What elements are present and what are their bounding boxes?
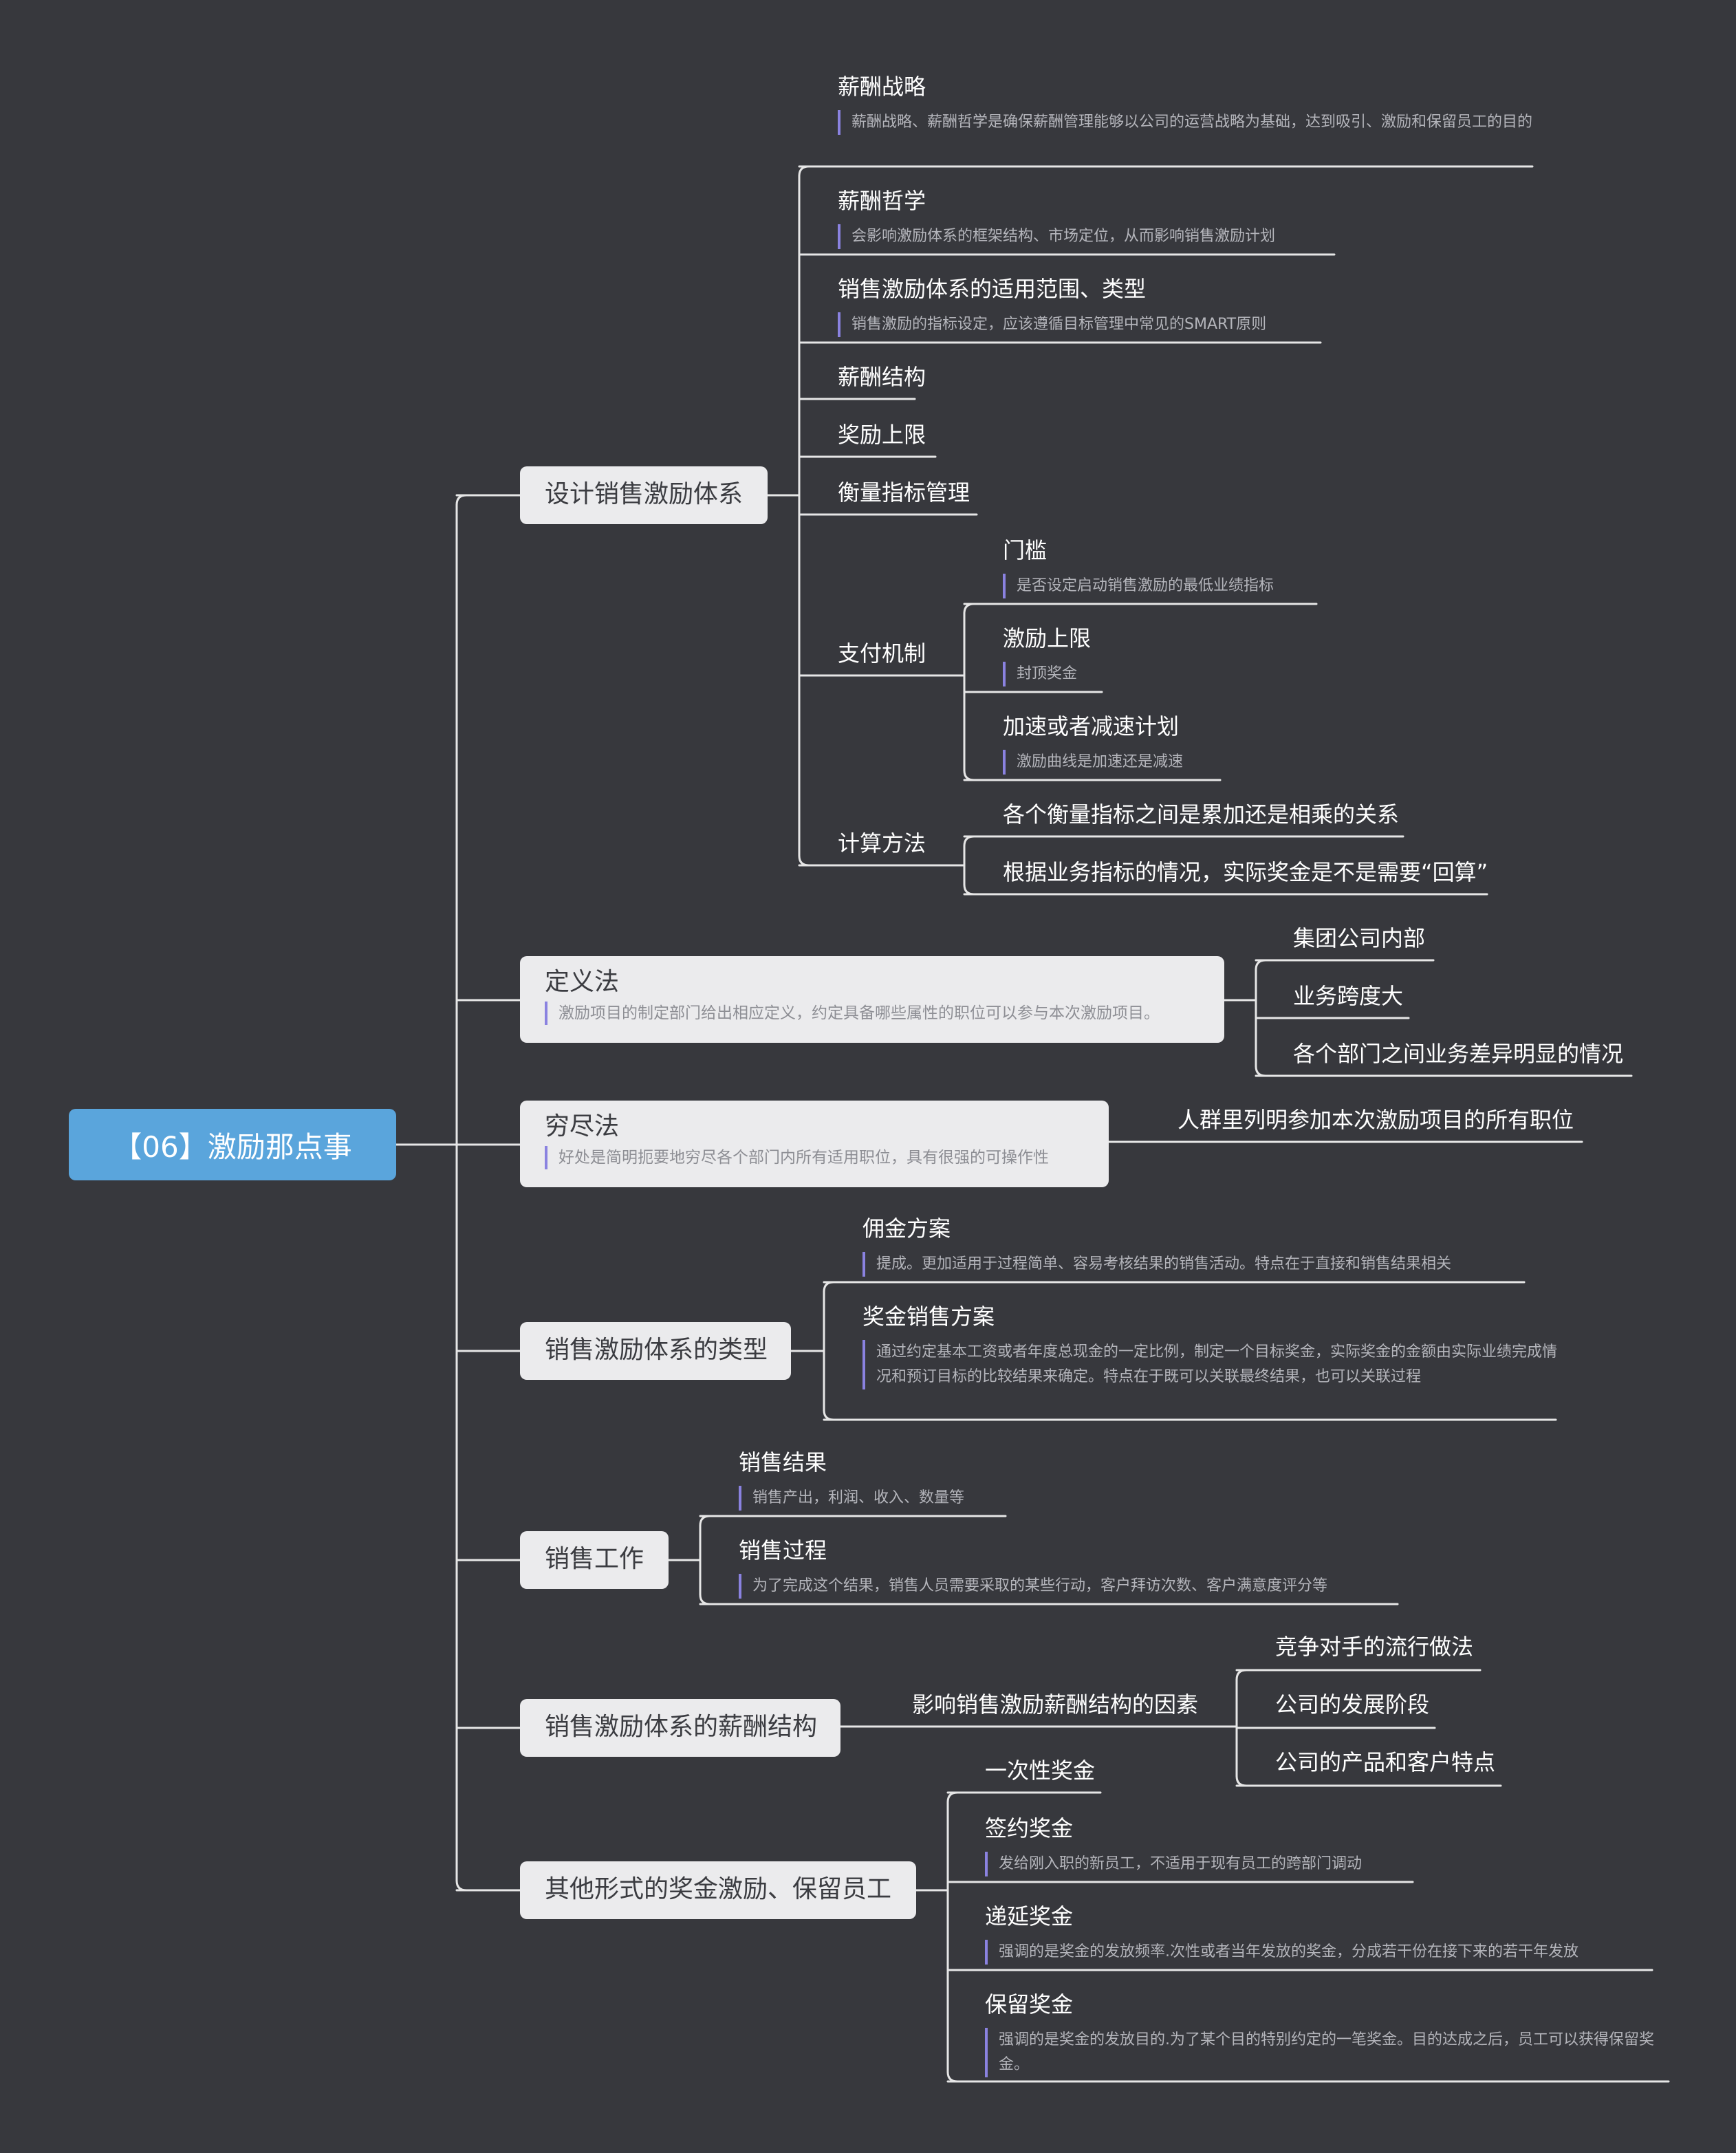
topic-competitor-practice[interactable]: 竞争对手的流行做法: [1275, 1634, 1474, 1660]
branch-label: 其他形式的奖金激励、保留员工: [545, 1875, 892, 1903]
topic-salary-strategy[interactable]: 薪酬战略: [838, 74, 926, 100]
branch-incentive-types[interactable]: 销售激励体系的类型: [520, 1322, 791, 1380]
note-commission-plan: 提成。更加适用于过程简单、容易考核结果的销售活动。特点在于直接和销售结果相关: [862, 1252, 1451, 1277]
branch-design-incentive[interactable]: 设计销售激励体系: [520, 466, 768, 524]
topic-one-time-bonus[interactable]: 一次性奖金: [985, 1757, 1096, 1784]
note-bonus-plan: 通过约定基本工资或者年度总现金的一定比例，制定一个目标奖金，实际奖金的金额由实际…: [862, 1340, 1557, 1389]
branch-pay-structure[interactable]: 销售激励体系的薪酬结构: [520, 1699, 840, 1757]
branch-label: 销售激励体系的薪酬结构: [545, 1713, 818, 1741]
branch-definition-method[interactable]: 定义法 激励项目的制定部门给出相应定义，约定具备哪些属性的职位可以参与本次激励项…: [520, 956, 1224, 1043]
topic-payment-mechanism[interactable]: 支付机制: [838, 640, 926, 667]
topic-list-all-positions[interactable]: 人群里列明参加本次激励项目的所有职位: [1178, 1107, 1574, 1133]
topic-retention-bonus[interactable]: 保留奖金: [985, 1991, 1074, 2017]
topic-signing-bonus[interactable]: 签约奖金: [985, 1815, 1074, 1841]
topic-bonus-clawback[interactable]: 根据业务指标的情况，实际奖金是不是需要“回算”: [1003, 859, 1488, 885]
topic-accel-decel[interactable]: 加速或者减速计划: [1003, 713, 1180, 739]
branch-label: 定义法: [545, 968, 620, 996]
note-salary-philosophy: 会影响激励体系的框架结构、市场定位，从而影响销售激励计划: [838, 224, 1275, 249]
topic-company-stage[interactable]: 公司的发展阶段: [1275, 1691, 1430, 1718]
topic-reward-cap[interactable]: 奖励上限: [838, 422, 926, 448]
note-accel-decel: 激励曲线是加速还是减速: [1003, 750, 1183, 775]
topic-wide-business-span[interactable]: 业务跨度大: [1293, 983, 1404, 1009]
topic-incentive-cap[interactable]: 激励上限: [1003, 625, 1092, 651]
note-threshold: 是否设定启动销售激励的最低业绩指标: [1003, 574, 1274, 598]
topic-deferred-bonus[interactable]: 递延奖金: [985, 1903, 1074, 1929]
branch-label: 设计销售激励体系: [545, 480, 744, 508]
root-title: 【06】激励那点事: [113, 1129, 352, 1164]
topic-threshold[interactable]: 门槛: [1003, 537, 1048, 563]
note-deferred-bonus: 强调的是奖金的发放频率.次性或者当年发放的奖金，分成若干份在接下来的若干年发放: [985, 1940, 1578, 1965]
branch-exhaustive-method[interactable]: 穷尽法 好处是简明扼要地穷尽各个部门内所有适用职位，具有很强的可操作性: [520, 1101, 1109, 1187]
branch-note: 激励项目的制定部门给出相应定义，约定具备哪些属性的职位可以参与本次激励项目。: [545, 1002, 1200, 1025]
topic-metric-management[interactable]: 衡量指标管理: [838, 479, 970, 506]
note-salary-strategy: 薪酬战略、薪酬哲学是确保薪酬管理能够以公司的运营战略为基础，达到吸引、激励和保留…: [838, 110, 1532, 135]
branch-other-bonuses[interactable]: 其他形式的奖金激励、保留员工: [520, 1861, 916, 1919]
branch-note: 好处是简明扼要地穷尽各个部门内所有适用职位，具有很强的可操作性: [545, 1146, 1084, 1169]
topic-calculation-method[interactable]: 计算方法: [838, 830, 926, 856]
topic-bonus-plan[interactable]: 奖金销售方案: [862, 1303, 995, 1330]
topic-sales-results[interactable]: 销售结果: [739, 1449, 827, 1475]
topic-sales-process[interactable]: 销售过程: [739, 1537, 827, 1564]
branch-label: 穷尽法: [545, 1112, 620, 1140]
note-sales-results: 销售产出，利润、收入、数量等: [739, 1486, 964, 1511]
topic-products-customers[interactable]: 公司的产品和客户特点: [1275, 1749, 1496, 1775]
topic-scope-type[interactable]: 销售激励体系的适用范围、类型: [838, 276, 1147, 302]
topic-influencing-factors[interactable]: 影响销售激励薪酬结构的因素: [912, 1691, 1199, 1718]
branch-label: 销售工作: [545, 1545, 644, 1573]
topic-group-internal[interactable]: 集团公司内部: [1293, 925, 1426, 951]
branch-label: 销售激励体系的类型: [545, 1336, 768, 1364]
note-sales-process: 为了完成这个结果，销售人员需要采取的某些行动，客户拜访次数、客户满意度评分等: [739, 1574, 1327, 1599]
topic-add-or-multiply[interactable]: 各个衡量指标之间是累加还是相乘的关系: [1003, 801, 1400, 827]
topic-salary-philosophy[interactable]: 薪酬哲学: [838, 188, 926, 214]
note-scope-type: 销售激励的指标设定，应该遵循目标管理中常见的SMART原则: [838, 312, 1266, 337]
topic-department-differences[interactable]: 各个部门之间业务差异明显的情况: [1293, 1041, 1624, 1067]
note-incentive-cap: 封顶奖金: [1003, 662, 1077, 686]
topic-commission-plan[interactable]: 佣金方案: [862, 1215, 951, 1242]
note-signing-bonus: 发给刚入职的新员工，不适用于现有员工的跨部门调动: [985, 1852, 1362, 1876]
branch-sales-work[interactable]: 销售工作: [520, 1531, 669, 1589]
root-topic[interactable]: 【06】激励那点事: [69, 1109, 396, 1180]
note-retention-bonus: 强调的是奖金的发放目的.为了某个目的特别约定的一笔奖金。目的达成之后，员工可以获…: [985, 2028, 1673, 2077]
topic-pay-structure[interactable]: 薪酬结构: [838, 364, 926, 390]
